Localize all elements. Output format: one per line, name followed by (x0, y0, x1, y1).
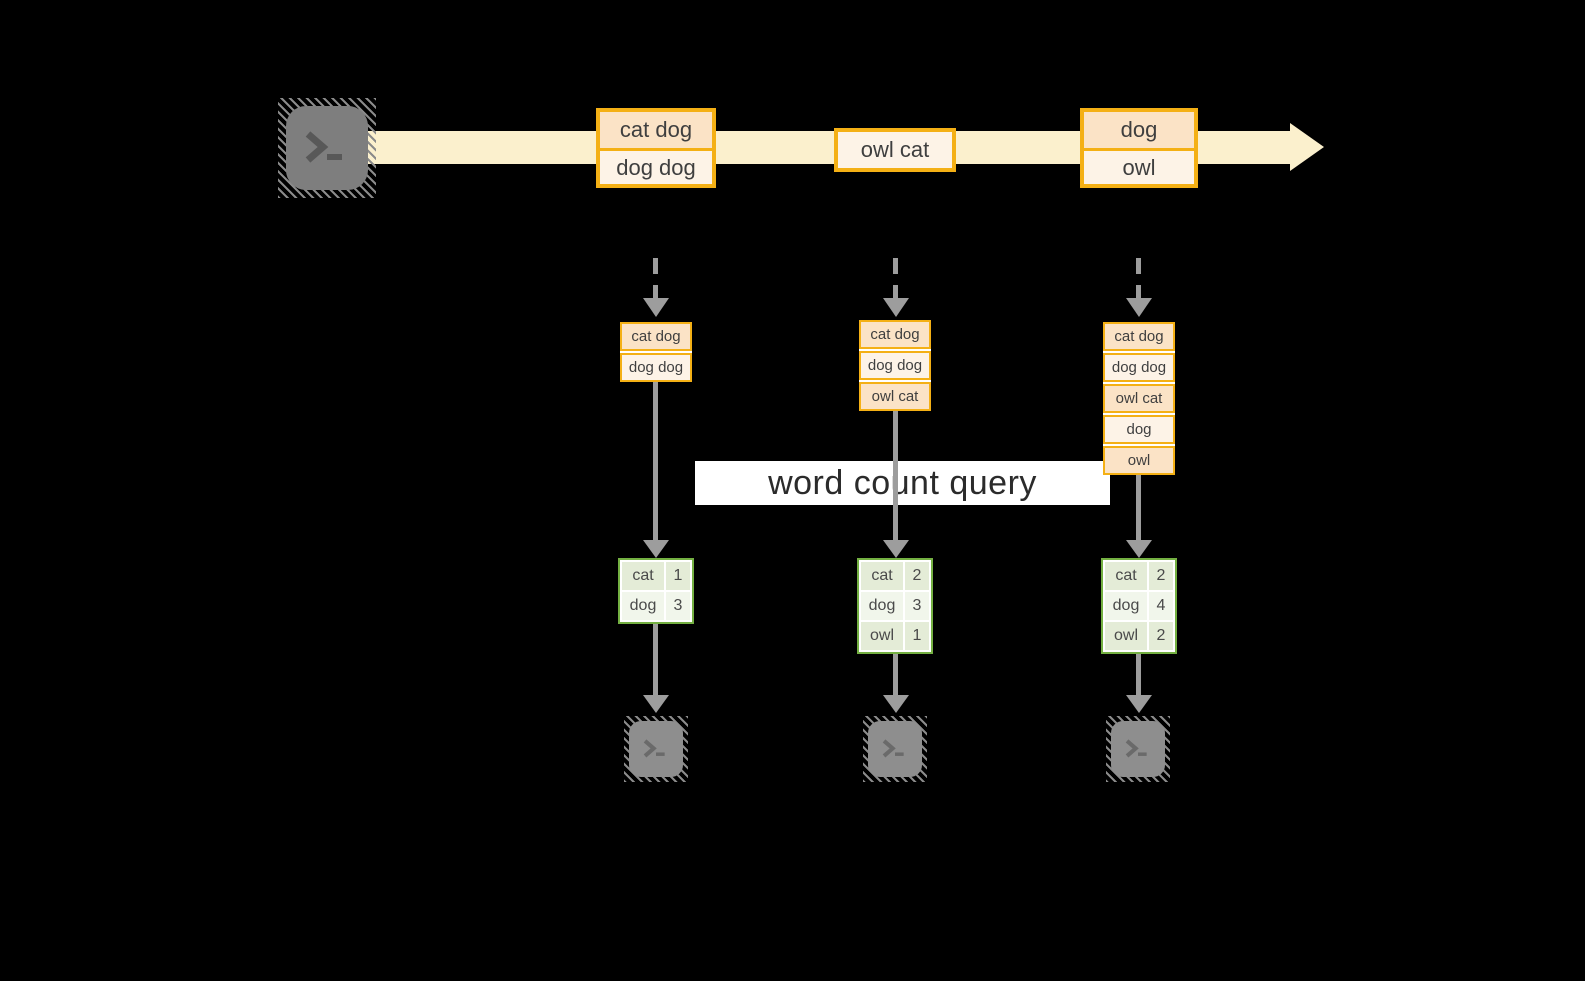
buffer-record: owl (1103, 446, 1175, 475)
arrowhead-icon (643, 298, 669, 317)
terminal-icon (868, 721, 922, 777)
query-label: word count query (768, 463, 1037, 502)
count-cell: 4 (1149, 592, 1173, 620)
count-cell: 2 (1149, 622, 1173, 650)
flow-arrow (893, 411, 898, 540)
stream-record: owl (1084, 148, 1194, 184)
flow-arrow (893, 654, 898, 695)
terminal-icon (629, 721, 683, 777)
count-cell: 3 (666, 592, 690, 620)
word-cell: dog (861, 592, 903, 620)
buffer-record: owl cat (859, 382, 931, 411)
buffer-record: dog (1103, 415, 1175, 444)
buffer-record: cat dog (859, 320, 931, 349)
stream-record: dog (1084, 112, 1194, 148)
buffer-record: cat dog (620, 322, 692, 351)
ingest-arrow-dashed (1136, 258, 1141, 298)
input-buffer-1: cat dog dog dog (620, 322, 692, 382)
arrowhead-icon (883, 298, 909, 317)
buffer-record: dog dog (1103, 353, 1175, 382)
stream-batch-3: dog owl (1080, 108, 1198, 188)
arrowhead-icon (643, 695, 669, 713)
terminal-icon (286, 106, 368, 190)
buffer-record: dog dog (620, 353, 692, 382)
word-count-query-banner: word count query (695, 461, 1110, 505)
prompt-glyph-icon (882, 739, 904, 758)
stream-record: cat dog (600, 112, 712, 148)
flow-arrow (1136, 475, 1141, 540)
word-cell: cat (622, 562, 664, 590)
arrowhead-icon (1126, 540, 1152, 558)
word-cell: cat (1105, 562, 1147, 590)
terminal-source-icon (278, 98, 376, 198)
buffer-record: cat dog (1103, 322, 1175, 351)
arrowhead-icon (643, 540, 669, 558)
terminal-icon (1111, 721, 1165, 777)
ingest-arrow-dashed (893, 258, 898, 298)
arrowhead-icon (1126, 695, 1152, 713)
stream-record: dog dog (600, 148, 712, 184)
word-cell: cat (861, 562, 903, 590)
count-cell: 3 (905, 592, 929, 620)
buffer-record: owl cat (1103, 384, 1175, 413)
input-buffer-3: cat dog dog dog owl cat dog owl (1103, 322, 1175, 475)
word-cell: dog (622, 592, 664, 620)
arrowhead-icon (883, 695, 909, 713)
stream-batch-2: owl cat (834, 128, 956, 172)
prompt-glyph-icon (305, 131, 342, 163)
input-buffer-2: cat dog dog dog owl cat (859, 320, 931, 411)
ingest-arrow-dashed (653, 258, 658, 298)
stream-batch-1: cat dog dog dog (596, 108, 716, 188)
count-cell: 1 (666, 562, 690, 590)
count-cell: 1 (905, 622, 929, 650)
stream-record: owl cat (838, 132, 952, 168)
arrowhead-icon (883, 540, 909, 558)
stream-arrowhead-icon (1290, 123, 1324, 171)
count-table-1: cat 1 dog 3 (618, 558, 694, 624)
terminal-sink-icon (624, 716, 688, 782)
count-cell: 2 (1149, 562, 1173, 590)
flow-arrow (653, 624, 658, 695)
flow-arrow (1136, 654, 1141, 695)
arrowhead-icon (1126, 298, 1152, 317)
flow-arrow (653, 382, 658, 540)
word-cell: owl (861, 622, 903, 650)
terminal-sink-icon (863, 716, 927, 782)
word-cell: dog (1105, 592, 1147, 620)
buffer-record: dog dog (859, 351, 931, 380)
count-table-3: cat 2 dog 4 owl 2 (1101, 558, 1177, 654)
prompt-glyph-icon (1125, 739, 1147, 758)
word-cell: owl (1105, 622, 1147, 650)
prompt-glyph-icon (643, 739, 665, 758)
count-table-2: cat 2 dog 3 owl 1 (857, 558, 933, 654)
count-cell: 2 (905, 562, 929, 590)
terminal-sink-icon (1106, 716, 1170, 782)
